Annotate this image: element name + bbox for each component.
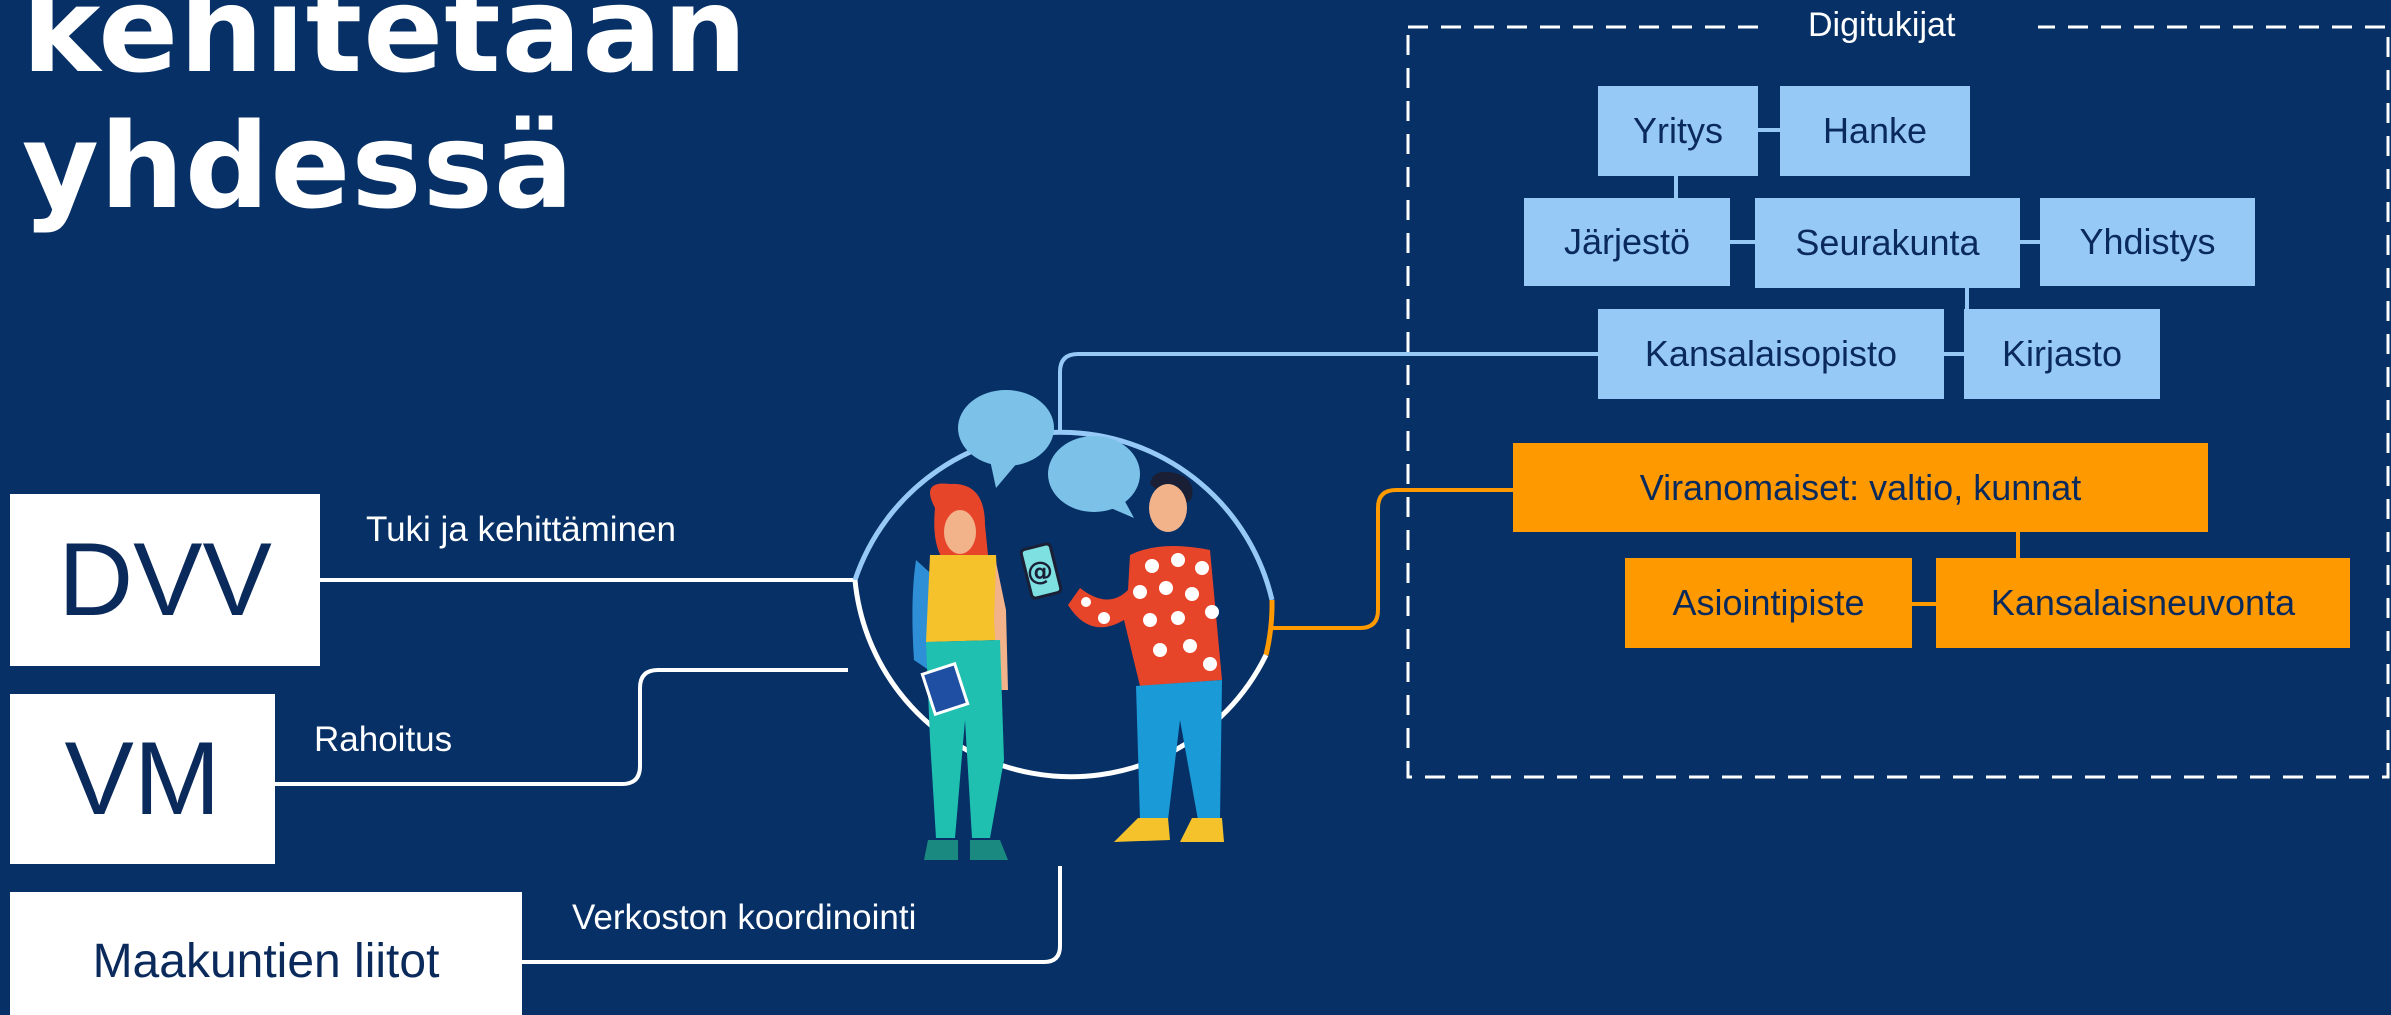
box-asiointipiste: Asiointipiste [1625, 558, 1912, 648]
box-hanke: Hanke [1780, 86, 1970, 176]
circle-orange-arc [1263, 599, 1275, 656]
orange-connector [1272, 488, 1513, 630]
speech-bubble-icon [1048, 436, 1140, 518]
man-figure: @ [1019, 471, 1224, 842]
vm-connector [275, 668, 848, 786]
orange-box-links [1912, 532, 2020, 606]
box-viranomaiset: Viranomaiset: valtio, kunnat [1513, 443, 2208, 532]
org-box-maakuntien-liitot: Maakuntien liitot [10, 892, 522, 1015]
at-sign-icon: @ [1027, 557, 1053, 587]
label-tuki: Tuki ja kehittäminen [366, 510, 676, 549]
digitukijat-frame [1406, 25, 2390, 779]
label-rahoitus: Rahoitus [314, 720, 453, 759]
box-seurakunta: Seurakunta [1755, 198, 2020, 288]
box-yhdistys: Yhdistys [2040, 198, 2255, 286]
box-kirjasto: Kirjasto [1964, 309, 2160, 399]
maakunnat-connector [522, 866, 1062, 964]
blue-box-links [1674, 128, 2040, 356]
circle-blue-arc [852, 429, 1275, 601]
title-line-2: yhdessä [22, 97, 575, 235]
box-kansalaisneuvonta: Kansalaisneuvonta [1936, 558, 2350, 648]
box-kansalaisopisto: Kansalaisopisto [1598, 309, 1944, 399]
title-line-1: kehitetään [22, 0, 748, 99]
box-jarjesto: Järjestö [1524, 198, 1730, 286]
speech-bubble-icon [958, 390, 1054, 488]
org-box-vm: VM [10, 694, 275, 864]
frame-title-gap [1758, 8, 2038, 50]
org-box-dvv: DVV [10, 494, 320, 666]
woman-figure [912, 483, 1008, 860]
page-title: kehitetään yhdessä [22, 0, 748, 234]
digitukijat-title: Digitukijat [1808, 6, 1956, 44]
label-koordinointi: Verkoston koordinointi [572, 898, 917, 937]
blue-connector [1058, 352, 1598, 432]
box-yritys: Yritys [1598, 86, 1758, 176]
